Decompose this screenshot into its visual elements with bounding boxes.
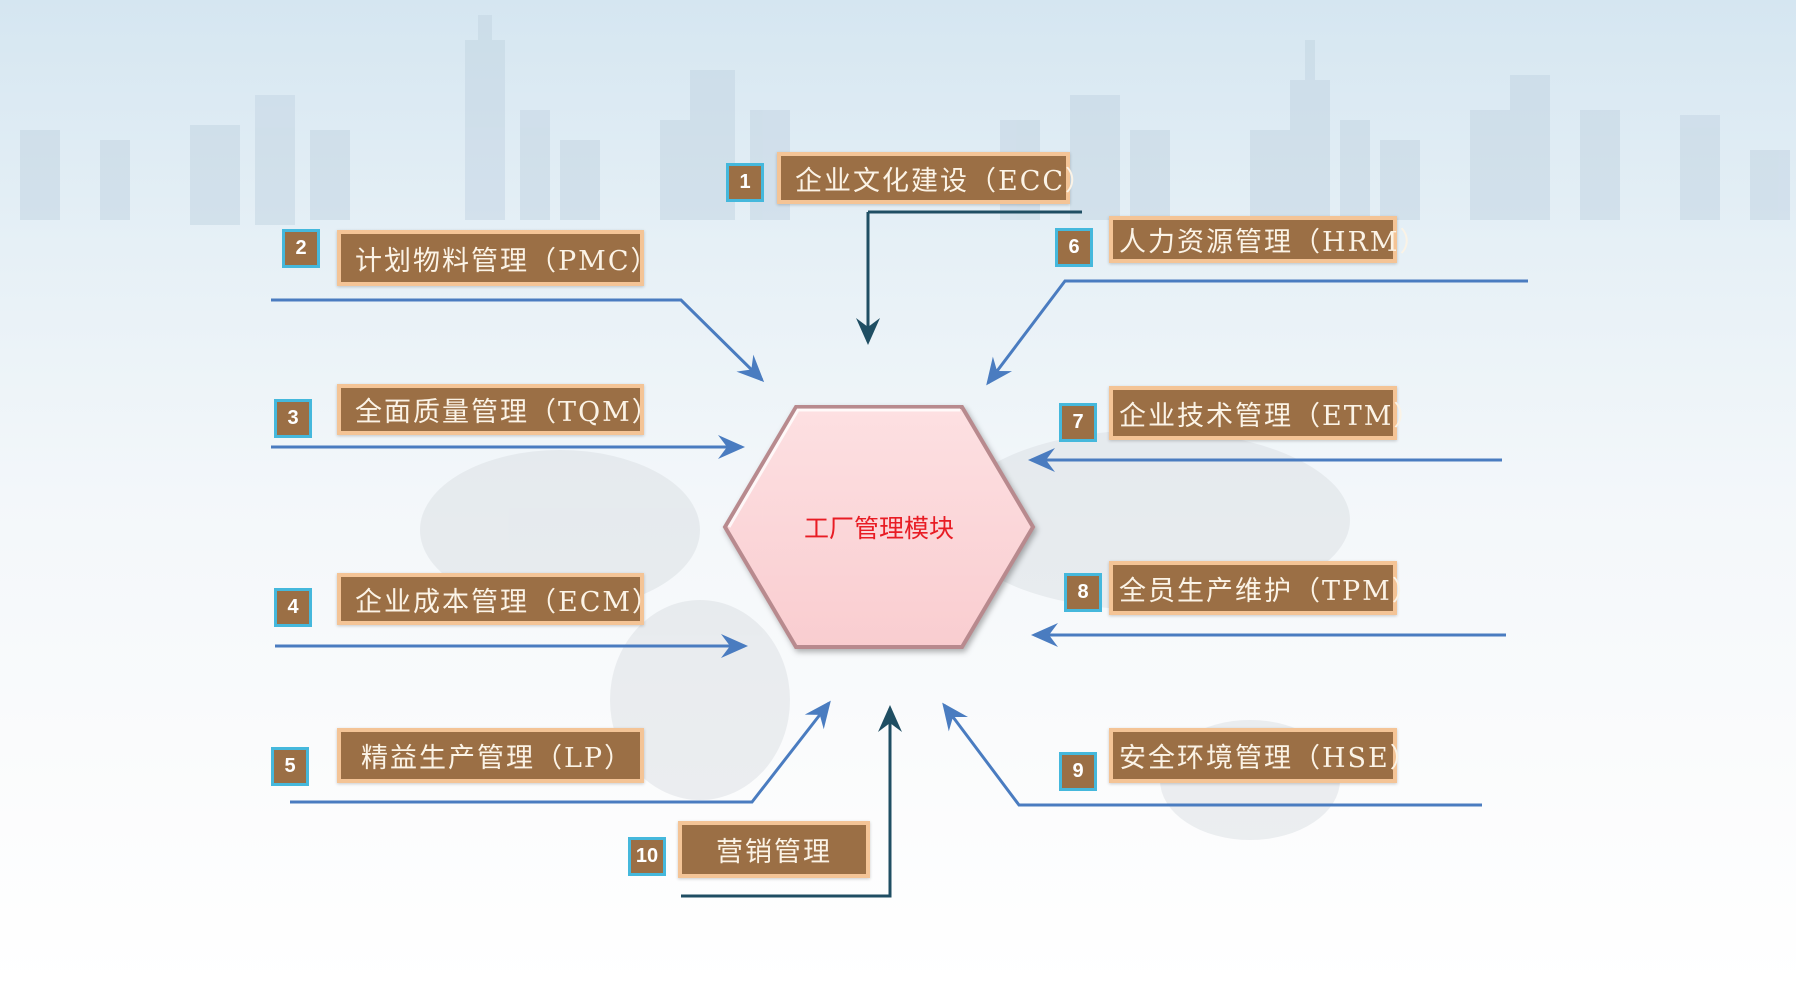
center-hexagon <box>722 405 1036 649</box>
module-number-1: 1 <box>726 163 764 202</box>
module-label-tqm: 全面质量管理（TQM） <box>337 384 659 435</box>
module-number-2: 2 <box>282 229 320 268</box>
module-label-ecc: 企业文化建设（ECC） <box>777 152 1092 204</box>
arrow-2 <box>271 298 765 383</box>
module-label-etm: 企业技术管理（ETM） <box>1109 386 1420 440</box>
arrow-10 <box>681 705 902 898</box>
module-number-4: 4 <box>274 588 312 627</box>
module-number-9: 9 <box>1059 752 1097 791</box>
module-label-pmc: 计划物料管理（PMC） <box>337 230 657 286</box>
arrow-9 <box>942 702 1482 807</box>
module-label-hse: 安全环境管理（HSE） <box>1109 728 1417 783</box>
module-label-hrm: 人力资源管理（HRM） <box>1109 216 1427 263</box>
module-number-8: 8 <box>1064 573 1102 612</box>
arrow-5 <box>290 700 831 804</box>
module-number-6: 6 <box>1055 228 1093 267</box>
module-label-marketing: 营销管理 <box>678 821 870 878</box>
module-number-5: 5 <box>271 747 309 786</box>
arrow-1 <box>868 210 1082 342</box>
module-label-ecm: 企业成本管理（ECM） <box>337 573 659 625</box>
arrow-6 <box>986 279 1528 386</box>
module-number-3: 3 <box>274 399 312 438</box>
module-label-lp: 精益生产管理（LP） <box>337 728 644 783</box>
module-label-tpm: 全员生产维护（TPM） <box>1109 561 1419 615</box>
module-number-10: 10 <box>628 837 666 876</box>
module-number-7: 7 <box>1059 403 1097 442</box>
center-module-label: 工厂管理模块 <box>803 514 954 543</box>
